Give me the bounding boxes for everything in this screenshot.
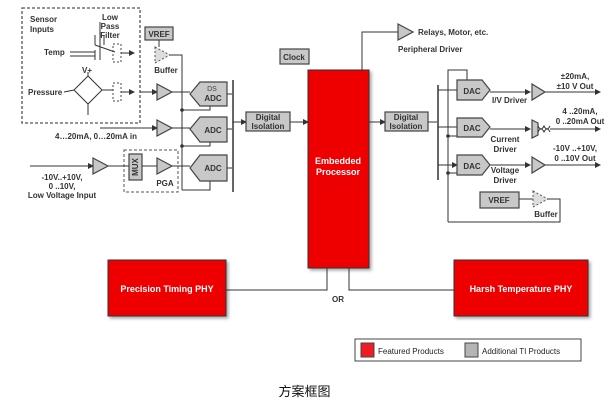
dac-1: [456, 79, 491, 101]
mux-label: MUX: [131, 157, 140, 175]
legend-featured-label: Featured Products: [378, 347, 444, 356]
sensor-title-2: Inputs: [30, 25, 55, 34]
legend-additional-label: Additional TI Products: [482, 347, 560, 356]
digital-isolation-output-label-2: Isolation: [390, 122, 423, 131]
legend-swatch-additional: [464, 342, 479, 358]
temp-label: Temp: [44, 48, 65, 57]
precision-timing-phy: [107, 259, 227, 317]
digital-isolation-input-label-1: Digital: [256, 113, 280, 122]
current-driver-label-1: Current: [491, 135, 520, 144]
out-3-label-1: -10V ..+10V,: [553, 144, 597, 153]
sensor-title: Sensor: [30, 15, 57, 24]
filter-label-3: Filter: [100, 31, 120, 40]
voltage-driver-amp: [531, 155, 547, 175]
relays-label: Relays, Motor, etc.: [418, 28, 488, 37]
out-1-label-2: ±10 V Out: [557, 82, 594, 91]
amplifier-current-input: [156, 119, 174, 137]
thermocouple-circuit-icon: [70, 22, 135, 63]
buffer-label-left: Buffer: [154, 66, 178, 75]
amplifier-low-voltage: [92, 157, 110, 175]
precision-timing-phy-label: Precision Timing PHY: [120, 284, 213, 294]
iv-driver-amp: [531, 82, 547, 102]
clock-label: Clock: [283, 53, 305, 62]
mux-pga-group: [123, 149, 179, 193]
digital-isolation-input-label-2: Isolation: [252, 122, 285, 131]
peripheral-driver-triangle: [397, 23, 415, 41]
pressure-label: Pressure: [28, 88, 63, 97]
dac-2-label: DAC: [463, 124, 481, 133]
or-label: OR: [332, 295, 344, 304]
out-2-label-2: 0 ..20mA Out: [556, 117, 605, 126]
harsh-temperature-phy: [453, 259, 589, 317]
iv-driver-label: I/V Driver: [492, 96, 527, 105]
filter-label-2: Pass: [101, 22, 120, 31]
peripheral-driver-label: Peripheral Driver: [398, 45, 462, 54]
current-driver-label-2: Driver: [493, 145, 516, 154]
pressure-bridge-icon: [63, 72, 135, 115]
low-voltage-label-3: Low Voltage Input: [28, 191, 97, 200]
current-driver-amp: [531, 119, 539, 139]
clock-box: [279, 48, 310, 65]
mux-box: [128, 153, 143, 181]
buffer-triangle-right: [532, 190, 550, 208]
pga-amplifier: [156, 157, 174, 175]
filter-label-1: Low: [102, 13, 119, 22]
low-voltage-label-1: -10V..+10V,: [41, 173, 82, 182]
out-2-label-1: 4 ..20mA,: [562, 107, 597, 116]
legend: Featured Products Additional TI Products: [354, 338, 582, 362]
harsh-temperature-phy-label: Harsh Temperature PHY: [470, 284, 573, 294]
ds-adc-label: ADC: [204, 94, 222, 103]
vref-label-left: VREF: [148, 30, 169, 39]
adc-2-label: ADC: [204, 126, 222, 135]
dac-3-label: DAC: [463, 162, 481, 171]
out-1-label-1: ±20mA,: [561, 72, 589, 81]
dac-2: [456, 117, 491, 138]
processor-label-1: Embedded: [315, 156, 361, 166]
buffer-label-right: Buffer: [534, 210, 558, 219]
processor-label-2: Processor: [316, 167, 361, 177]
dac-3: [456, 154, 491, 176]
vplus-label: V+: [82, 66, 92, 75]
vref-label-right: VREF: [488, 196, 509, 205]
digital-isolation-output-label-1: Digital: [394, 113, 418, 122]
sensor-inputs-block: Sensor Inputs Low Pass Filter Temp Press…: [21, 7, 141, 124]
vref-box-right: [479, 191, 520, 209]
voltage-driver-label-1: Voltage: [491, 166, 520, 175]
amplifier-pressure: [156, 83, 174, 101]
ds-adc-label-top: DS: [207, 86, 217, 93]
adc-3-label: ADC: [204, 164, 222, 173]
buffer-triangle-left: [154, 46, 172, 64]
low-voltage-label-2: 0 ..10V,: [49, 182, 76, 191]
pga-label: PGA: [156, 179, 174, 188]
current-input-label: 4…20mA, 0…20mA in: [55, 132, 137, 141]
legend-swatch-featured: [360, 342, 375, 358]
embedded-processor: [307, 69, 370, 269]
out-3-label-2: 0 ..10V Out: [554, 154, 596, 163]
voltage-driver-label-2: Driver: [493, 176, 516, 185]
dac-1-label: DAC: [463, 87, 481, 96]
figure-caption: 方案框图: [278, 385, 331, 400]
